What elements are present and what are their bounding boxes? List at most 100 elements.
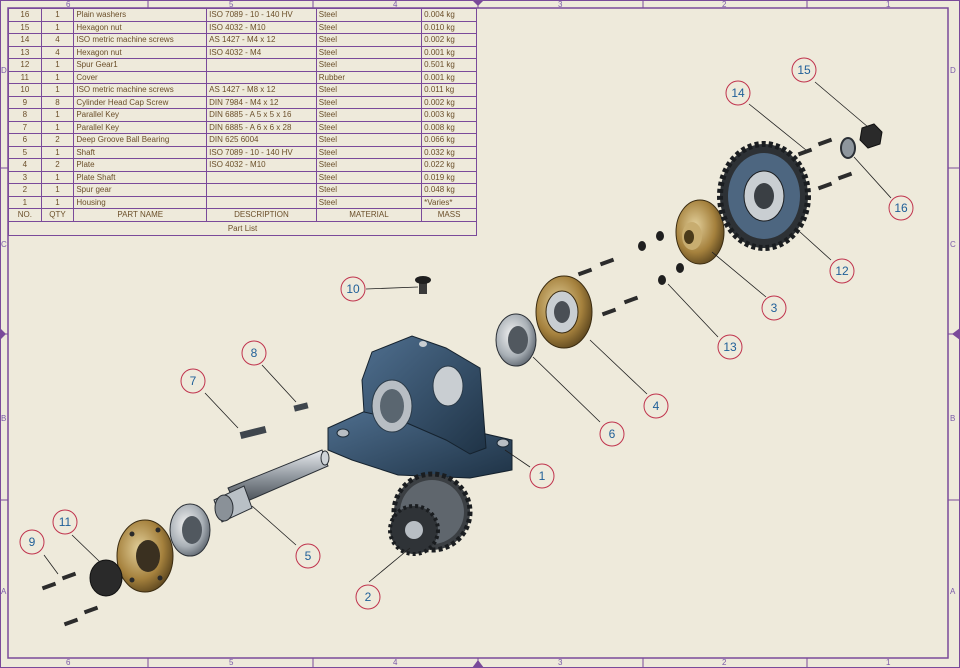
cell-description <box>206 183 317 197</box>
zone-label-right-A: A <box>950 587 956 596</box>
machine-screws-right <box>797 137 853 191</box>
cell-mass: 0.010 kg <box>421 20 477 34</box>
spur-gear-small-part <box>388 471 473 556</box>
centering-mark-top <box>472 0 484 6</box>
cell-mass: 0.002 kg <box>421 95 477 109</box>
cell-description: DIN 6885 - A 5 x 5 x 16 <box>206 108 317 122</box>
zone-label-bottom-1: 1 <box>886 658 891 667</box>
cell-material: Steel <box>315 108 423 122</box>
parts-list-header-row: NO. QTY PART NAME DESCRIPTION MATERIAL M… <box>8 208 477 222</box>
cell-no: 11 <box>8 70 42 84</box>
header-description: DESCRIPTION <box>206 208 317 222</box>
cell-no: 10 <box>8 83 42 97</box>
cell-no: 7 <box>8 120 42 134</box>
cell-part-name: Spur Gear1 <box>73 58 208 72</box>
balloon-3: 3 <box>761 295 787 321</box>
cell-mass: 0.501 kg <box>421 58 477 72</box>
cap-screws-mid <box>577 257 639 317</box>
zone-label-left-C: C <box>1 240 7 249</box>
balloon-10-text: 10 <box>346 282 360 296</box>
balloon-3-text: 3 <box>771 301 778 315</box>
balloon-2-text: 2 <box>365 590 372 604</box>
cell-material: Steel <box>315 33 423 47</box>
cell-description: ISO 4032 - M10 <box>206 20 317 34</box>
cell-material: Steel <box>315 120 423 134</box>
hex-nuts-small <box>638 231 684 285</box>
balloon-8-text: 8 <box>251 346 258 360</box>
balloon-5: 5 <box>295 543 321 569</box>
balloon-12: 12 <box>829 258 855 284</box>
cell-qty: 1 <box>40 8 75 22</box>
balloon-16-text: 16 <box>894 201 908 215</box>
cell-no: 5 <box>8 145 42 159</box>
balloon-4: 4 <box>643 393 669 419</box>
zone-label-left-B: B <box>1 414 7 423</box>
balloon-1: 1 <box>529 463 555 489</box>
balloon-7: 7 <box>180 368 206 394</box>
balloon-5-text: 5 <box>305 549 312 563</box>
cell-no: 1 <box>8 195 42 209</box>
cell-material: Steel <box>315 183 423 197</box>
cell-description <box>206 170 317 184</box>
cell-qty: 1 <box>40 145 75 159</box>
leader-lines <box>43 81 892 583</box>
cell-qty: 4 <box>40 33 75 47</box>
cell-qty: 1 <box>40 195 75 209</box>
cell-description: ISO 4032 - M4 <box>206 45 317 59</box>
zone-label-right-D: D <box>950 66 956 75</box>
cell-no: 2 <box>8 183 42 197</box>
balloon-9: 9 <box>19 529 45 555</box>
cell-description <box>206 70 317 84</box>
plate-shaft-part <box>675 199 725 265</box>
header-qty: QTY <box>40 208 75 222</box>
zone-label-right-C: C <box>950 240 956 249</box>
zone-label-left-A: A <box>1 587 7 596</box>
cell-mass: *Varies* <box>421 195 477 209</box>
zone-label-bottom-4: 4 <box>393 658 398 667</box>
cell-description: ISO 4032 - M10 <box>206 158 317 172</box>
cell-part-name: Cylinder Head Cap Screw <box>73 95 208 109</box>
cell-part-name: Cover <box>73 70 208 84</box>
balloon-14-text: 14 <box>731 86 745 100</box>
cell-part-name: Spur gear <box>73 183 208 197</box>
cell-no: 6 <box>8 133 42 147</box>
cell-qty: 1 <box>40 70 75 84</box>
cell-mass: 0.048 kg <box>421 183 477 197</box>
zone-label-bottom-6: 6 <box>66 658 71 667</box>
parallel-key-small <box>293 402 309 412</box>
cell-no: 12 <box>8 58 42 72</box>
cell-no: 13 <box>8 45 42 59</box>
cell-description <box>206 58 317 72</box>
screw-m8-part <box>415 276 431 294</box>
balloon-8: 8 <box>241 340 267 366</box>
cell-description: ISO 7089 - 10 - 140 HV <box>206 145 317 159</box>
bearing-left-part <box>169 503 211 557</box>
balloon-6-text: 6 <box>609 427 616 441</box>
cell-part-name: Plate <box>73 158 208 172</box>
cell-material: Steel <box>315 58 423 72</box>
housing-part <box>327 335 513 479</box>
parts-list-title-row: Part List <box>8 220 477 236</box>
zone-label-top-4: 4 <box>393 0 398 9</box>
cover-part <box>89 559 123 597</box>
balloon-12-text: 12 <box>835 264 849 278</box>
parts-list-title: Part List <box>8 220 477 236</box>
cell-mass: 0.032 kg <box>421 145 477 159</box>
cell-material: Steel <box>315 158 423 172</box>
balloon-7-text: 7 <box>190 374 197 388</box>
cell-part-name: Hexagon nut <box>73 45 208 59</box>
zone-label-bottom-3: 3 <box>558 658 563 667</box>
cell-qty: 1 <box>40 83 75 97</box>
cell-material: Steel <box>315 195 423 209</box>
parallel-key-large <box>239 425 267 440</box>
cell-qty: 1 <box>40 170 75 184</box>
